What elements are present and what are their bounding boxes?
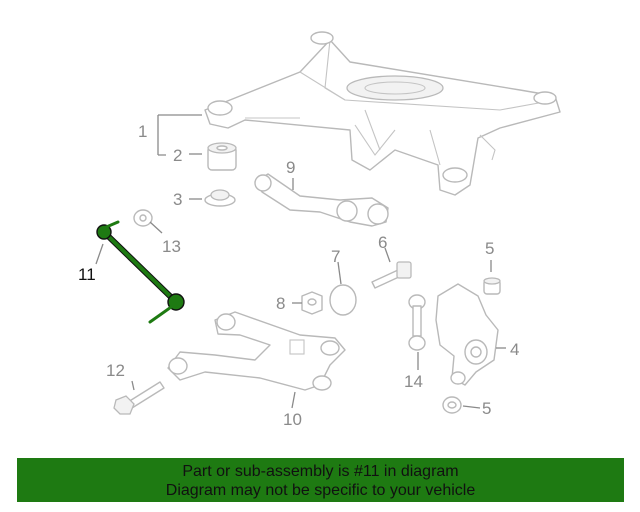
callout-7: 7 [331,247,340,266]
banner-line-2: Diagram may not be specific to your vehi… [165,482,476,499]
callout-5-lower: 5 [482,399,491,418]
parts-diagram: 1 2 3 9 13 11 6 7 8 5 4 5 12 14 10 [78,31,561,429]
seal-ring-7 [329,284,357,316]
bushing-2 [207,142,237,171]
callout-12: 12 [106,361,125,380]
lower-control-arm-10 [167,311,346,391]
crossmember-subframe [204,31,561,196]
callout-4: 4 [510,340,519,359]
bolt-12 [113,381,165,415]
callout-6: 6 [378,233,387,252]
bolt-6 [371,261,412,289]
bushing-5-upper [483,277,501,295]
callout-8: 8 [276,294,285,313]
bushing-5-lower [442,396,462,414]
callout-14: 14 [404,372,423,391]
callout-3: 3 [173,190,182,209]
callout-10: 10 [283,410,302,429]
stabilizer-link-11 [96,220,185,324]
nut-8 [301,291,323,315]
knuckle-4 [435,283,499,386]
callout-13: 13 [162,237,181,256]
callout-5-upper: 5 [485,239,494,258]
callout-9: 9 [286,158,295,177]
mount-washer-3 [204,189,236,207]
leader-lines [95,114,506,409]
callout-1: 1 [138,122,147,141]
upper-control-arm-9 [254,173,389,227]
banner-line-1: Part or sub-assembly is #11 in diagram [182,463,459,480]
washer-13 [133,209,153,227]
end-link-14 [408,294,426,351]
info-banner: Part or sub-assembly is #11 in diagram D… [17,458,624,502]
callout-11: 11 [78,265,96,284]
callout-2: 2 [173,146,182,165]
